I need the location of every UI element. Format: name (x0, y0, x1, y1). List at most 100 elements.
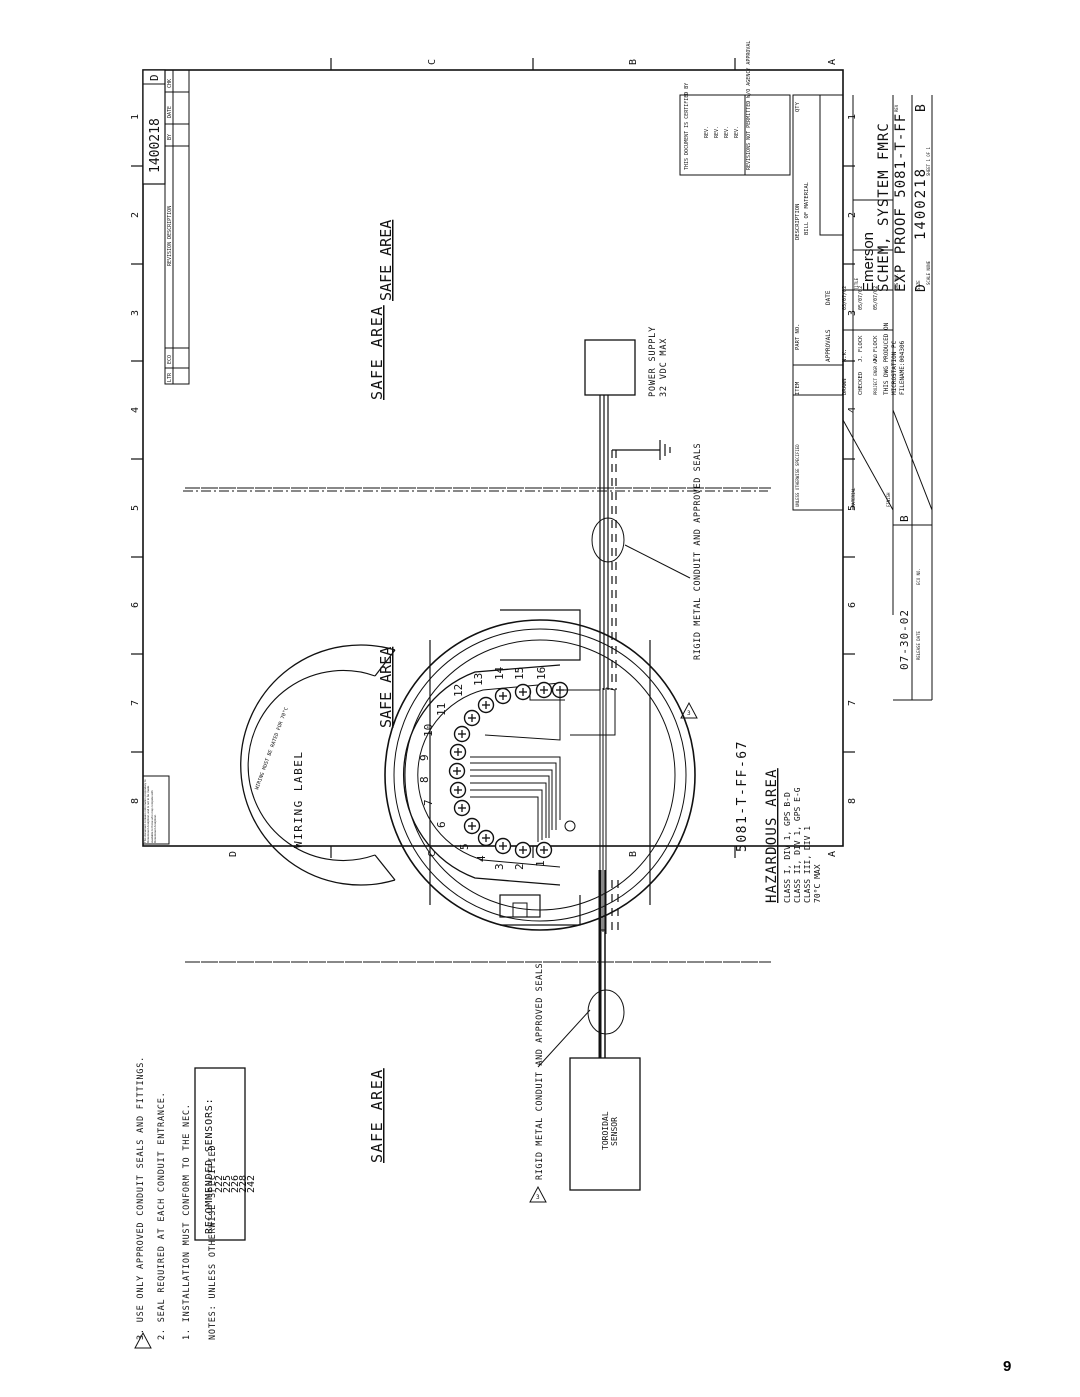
certified-text: THIS DOCUMENT IS CERTIFIED BY (684, 83, 690, 170)
terminal-screw-2 (514, 841, 532, 859)
internal-wiring (470, 687, 616, 934)
size-code-top: D (148, 74, 161, 81)
terminal-label-11: 11 (435, 703, 448, 716)
notes-header: NOTES: UNLESS OTHERWISE SPECIFIED (208, 1145, 218, 1340)
terminal-label-9: 9 (418, 754, 431, 761)
sensor-model-2: 225 (222, 1175, 233, 1193)
filename: FILENAME:004306 (899, 340, 906, 395)
transmitter-housing (384, 609, 696, 931)
checked-label: CHECKED (858, 372, 864, 395)
company-name: Emerson (860, 232, 877, 292)
drawn-by: N.K. (842, 349, 848, 362)
terminal-label-15: 15 (513, 667, 526, 680)
zone-row-a: A (827, 851, 838, 857)
terminal-label-5: 5 (458, 843, 471, 850)
produced-on: THIS DWG PRODUCED ON (883, 322, 890, 395)
zone-ticks (131, 58, 855, 858)
rev-box: B (898, 515, 911, 522)
microstation: MICROSTATION PC (891, 340, 898, 395)
project-by: J. FLOCK (873, 335, 879, 362)
terminal-label-7: 7 (422, 799, 435, 806)
title-block (792, 94, 933, 701)
terminal-screw-5 (463, 817, 481, 835)
project-label: PROJECT ENGR APVD (873, 353, 878, 395)
title-line-2: EXP PROOF 5081-T-FF (893, 113, 909, 292)
terminal-screw-13 (494, 687, 512, 705)
terminal-label-3: 3 (493, 863, 506, 870)
terminal-label-1: 1 (534, 860, 547, 867)
hazardous-area-label: HAZARDOUS AREA (764, 768, 780, 903)
note-1: 1. INSTALLATION MUST CONFORM TO THE NEC. (182, 1103, 192, 1340)
terminal-label-2: 2 (513, 863, 526, 870)
zone-col-8-b: 8 (847, 798, 858, 804)
power-supply-box (584, 339, 636, 396)
terminal-label-6: 6 (435, 821, 448, 828)
rev-col-ltr: LTR (167, 372, 173, 382)
rev-line-2: REV. (714, 126, 720, 138)
terminal-screw-12 (477, 696, 495, 714)
drawn-label: DRAWN (842, 378, 848, 395)
zone-col-2: 2 (130, 212, 141, 218)
material-label: MATERIAL (851, 487, 856, 507)
dwg-no-label: DWG NO. (894, 273, 899, 290)
revision-letter: B (914, 104, 929, 112)
approvals-header: APPROVALS (825, 329, 832, 362)
rev-col-by: BY (167, 134, 173, 140)
sensor-model-5: 242 (246, 1175, 257, 1193)
bom-item: ITEM (795, 381, 801, 395)
terminal-label-13: 13 (472, 673, 485, 686)
conduit-seal-upper (591, 517, 625, 563)
sensor-label-1: TOROIDAL (601, 1111, 610, 1150)
bom-part: PART NO. (795, 324, 801, 351)
sensor-model-1: 222 (214, 1175, 225, 1193)
conduit-note-upper: RIGID METAL CONDUIT AND APPROVED SEALS (693, 443, 703, 660)
terminal-label-10: 10 (422, 724, 435, 737)
recommended-sensors-title: RECOMMENDED SENSORS: (204, 1098, 215, 1234)
size-label: SIZE (916, 280, 921, 290)
revisions-note: REVISIONS NOT PERMITTED W/O AGENCY APPRO… (746, 41, 752, 170)
bom-title: BILL OF MATERIAL (804, 181, 810, 235)
ground-terminal-icon (564, 820, 576, 832)
zone-col-4: 4 (130, 407, 141, 413)
terminal-label-8: 8 (418, 776, 431, 783)
zone-row-a-r: A (827, 59, 838, 65)
zone-col-3: 3 (130, 310, 141, 316)
zone-row-d: D (228, 851, 239, 857)
terminal-numbers: 1 2 3 4 5 6 7 8 9 10 11 12 13 14 15 16 (418, 666, 548, 870)
power-supply-label-1: POWER SUPPLY (648, 326, 658, 397)
terminal-screw-1 (535, 841, 553, 859)
zone-letters: A B C D A B C (228, 59, 838, 857)
terminal-screw-11 (463, 709, 481, 727)
approvals-date-header: DATE (825, 290, 832, 305)
note-3-triangle (134, 1331, 152, 1349)
zone-col-8: 8 (130, 798, 141, 804)
project-date: 05/07/02 (873, 286, 879, 310)
sheet-label: SHEET 1 OF 1 (926, 147, 931, 176)
finish-label: FINISH (886, 492, 891, 507)
zone-col-1: 1 (130, 114, 141, 120)
rev-line-4: REV. (734, 126, 740, 138)
recommended-sensors-box (194, 1067, 246, 1241)
zone-row-b: B (628, 851, 639, 857)
terminal-block (403, 664, 561, 886)
certification-box (679, 94, 791, 176)
terminal-label-12: 12 (452, 684, 465, 697)
hazard-rating-3: CLASS III, DIV 1 (803, 826, 812, 903)
rev-col-desc: REVISION DESCRIPTION (167, 206, 173, 266)
note-triangle-lower (529, 1185, 547, 1203)
sensor-model-3: 226 (230, 1175, 241, 1193)
drawing-number-title: 1400218 (913, 167, 929, 240)
terminal-screw-15 (535, 681, 553, 699)
sensor-cable (598, 870, 619, 1060)
power-cable (599, 395, 671, 690)
revision-block (164, 69, 190, 385)
note-2: 2. SEAL REQUIRED AT EACH CONDUIT ENTRANC… (157, 1091, 167, 1340)
rev-label-small: REV (894, 104, 899, 112)
wiring-label (240, 644, 396, 886)
zone-row-c-r: C (427, 59, 438, 65)
tolerance-header: UNLESS OTHERWISE SPECIFIED (795, 444, 800, 507)
leader-lower (537, 1009, 591, 1068)
release-date-label: RELEASE DATE (916, 631, 921, 660)
sensor-label-2: SENSOR (610, 1117, 619, 1146)
